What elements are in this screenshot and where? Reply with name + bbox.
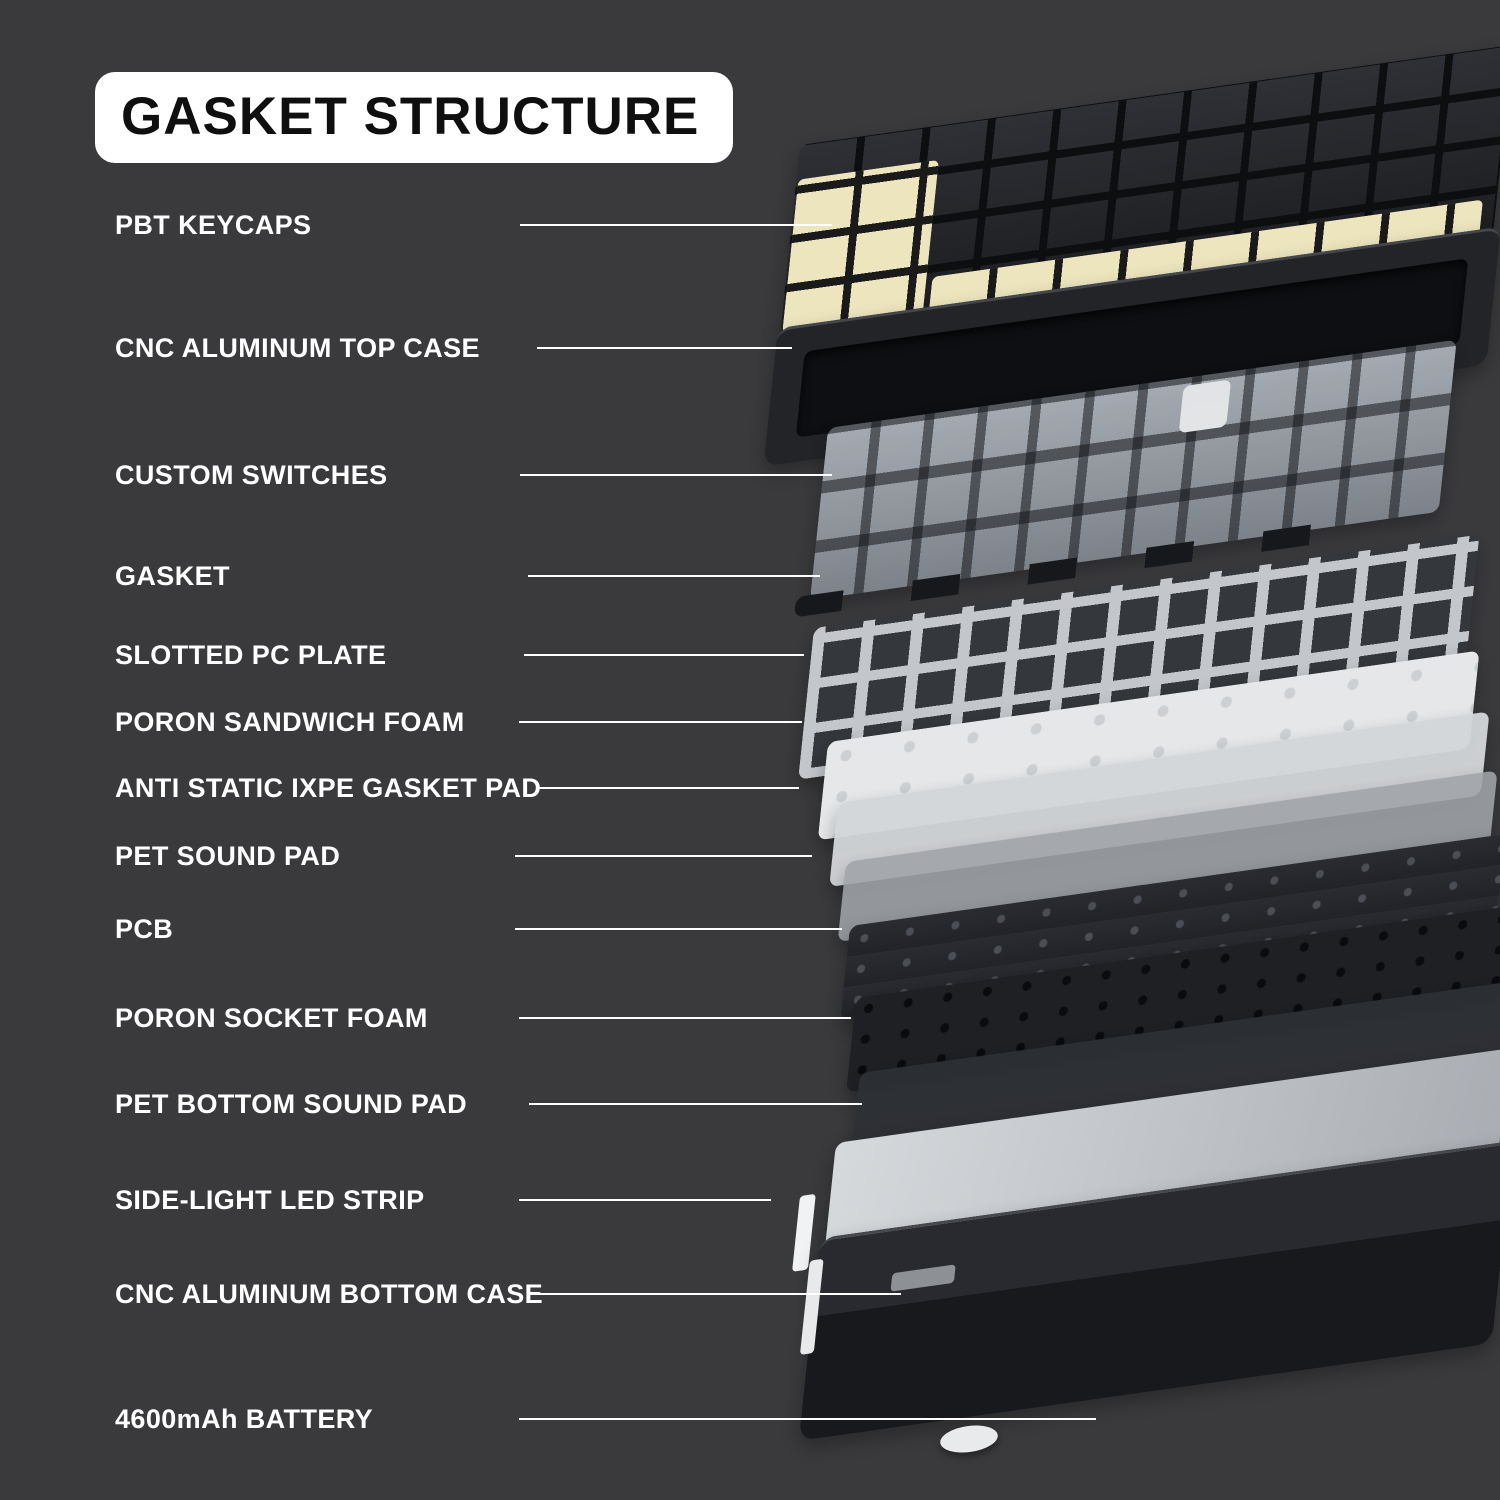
label-row: SLOTTED PC PLATE bbox=[0, 640, 1500, 672]
label-row: 4600mAh BATTERY bbox=[0, 1404, 1500, 1436]
sandwich-foam-layer bbox=[817, 650, 1480, 841]
label-row: SIDE-LIGHT LED STRIP bbox=[0, 1185, 1500, 1217]
layer-label: PORON SANDWICH FOAM bbox=[115, 707, 465, 737]
label-row: PCB bbox=[0, 914, 1500, 946]
layer-label: CNC ALUMINUM BOTTOM CASE bbox=[115, 1279, 544, 1309]
pointer-line bbox=[515, 928, 842, 930]
layer-label: CNC ALUMINUM TOP CASE bbox=[115, 333, 480, 363]
layer-label: PORON SOCKET FOAM bbox=[115, 1003, 428, 1033]
label-row: PET BOTTOM SOUND PAD bbox=[0, 1089, 1500, 1121]
layer-label: PET SOUND PAD bbox=[115, 841, 341, 871]
layer-label: SLOTTED PC PLATE bbox=[115, 640, 387, 670]
label-row: PORON SANDWICH FOAM bbox=[0, 707, 1500, 739]
pointer-line bbox=[536, 787, 799, 789]
keycaps-layer bbox=[780, 44, 1500, 335]
layer-label: CUSTOM SWITCHES bbox=[115, 460, 388, 490]
label-row: CNC ALUMINUM TOP CASE bbox=[0, 333, 1500, 365]
layer-label: PET BOTTOM SOUND PAD bbox=[115, 1089, 468, 1119]
diffuser-plate-layer bbox=[820, 1048, 1500, 1287]
pointer-line bbox=[519, 1017, 851, 1019]
label-row: CNC ALUMINUM BOTTOM CASE bbox=[0, 1279, 1500, 1311]
highlight-switch bbox=[1178, 379, 1232, 434]
pointer-line bbox=[520, 474, 832, 476]
pointer-line bbox=[519, 1199, 771, 1201]
layer-label: PCB bbox=[115, 914, 174, 944]
layer-label: PBT KEYCAPS bbox=[115, 210, 312, 240]
pointer-line bbox=[537, 347, 792, 349]
label-row: PET SOUND PAD bbox=[0, 841, 1500, 873]
label-row: ANTI STATIC IXPE GASKET PAD bbox=[0, 773, 1500, 805]
pointer-line bbox=[524, 654, 804, 656]
pointer-line bbox=[520, 224, 832, 226]
cream-accent-keys bbox=[782, 159, 939, 334]
pointer-line bbox=[528, 575, 820, 577]
label-row: PORON SOCKET FOAM bbox=[0, 1003, 1500, 1035]
pointer-line bbox=[515, 855, 812, 857]
layer-label: 4600mAh BATTERY bbox=[115, 1404, 374, 1434]
pointer-line bbox=[519, 721, 802, 723]
label-row: CUSTOM SWITCHES bbox=[0, 460, 1500, 492]
layer-label: GASKET bbox=[115, 561, 230, 591]
label-row: PBT KEYCAPS bbox=[0, 210, 1500, 242]
page-title: GASKET STRUCTURE bbox=[95, 72, 734, 163]
layer-label: ANTI STATIC IXPE GASKET PAD bbox=[115, 773, 542, 803]
pointer-line bbox=[519, 1418, 1096, 1420]
pointer-line bbox=[529, 1103, 862, 1105]
layer-label: SIDE-LIGHT LED STRIP bbox=[115, 1185, 425, 1215]
pointer-line bbox=[529, 1293, 901, 1295]
label-row: GASKET bbox=[0, 561, 1500, 593]
